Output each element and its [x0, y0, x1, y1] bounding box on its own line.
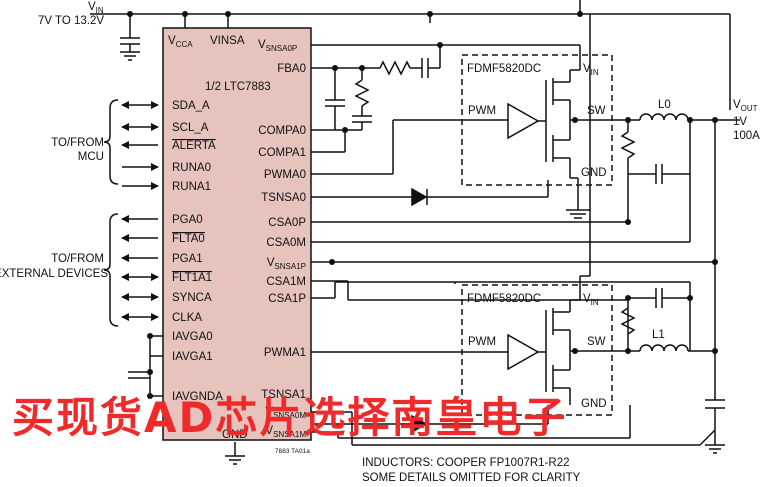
- pin-iavga0: IAVGA0: [172, 331, 213, 343]
- pin-vsnsa0p: VSNSA0P: [258, 39, 297, 53]
- pin-vsnsa0m: VSNSA0M: [265, 406, 306, 420]
- pin-flt1a1: FLT1A1: [172, 272, 212, 284]
- vout-voltage: 1V: [733, 116, 747, 128]
- pin-vinsa: VINSA: [210, 35, 245, 47]
- pin-iavgnda: IAVGNDA: [172, 391, 223, 403]
- inductor-l0: L0: [658, 99, 671, 111]
- stage0-part: FDMF5820DC: [467, 63, 541, 75]
- inductor-l1: L1: [652, 329, 665, 341]
- mcu-label-line1: TO/FROM: [51, 137, 104, 149]
- ic-left-pins: SDA_A SCL_A ALERTA RUNA0 RUNA1 PGA0 FLTA…: [172, 100, 223, 403]
- pin-compa0: COMPA0: [258, 125, 306, 137]
- pin-synca: SYNCA: [172, 292, 212, 304]
- watermark-banner: 买现货AD芯片选择南皇电子: [12, 393, 568, 442]
- pin-pga1: PGA1: [172, 253, 203, 265]
- stage1-gnd: GND: [581, 398, 607, 410]
- pin-scl-a: SCL_A: [172, 122, 209, 134]
- pin-csa1p: CSA1P: [268, 293, 306, 305]
- pin-compa1: COMPA1: [258, 147, 306, 159]
- vout-current: 100A: [733, 130, 760, 142]
- stage1-pwm: PWM: [468, 336, 496, 348]
- pin-pwma0: PWMA0: [264, 169, 306, 181]
- pin-fba0: FBA0: [277, 63, 306, 75]
- pin-alerta: ALERTA: [172, 140, 216, 152]
- stage0-gnd: GND: [581, 167, 607, 179]
- ic-right-pins: FBA0 COMPA0 COMPA1 PWMA0 TSNSA0 CSA0P CS…: [258, 63, 306, 439]
- note-omitted: SOME DETAILS OMITTED FOR CLARITY: [362, 472, 581, 484]
- stage1-sw: SW: [587, 336, 606, 348]
- vout-label: VOUT: [733, 99, 758, 113]
- stage0-sw: SW: [587, 105, 606, 117]
- pin-tsnsa0: TSNSA0: [261, 192, 306, 204]
- note-inductors: INDUCTORS: COOPER FP1007R1-R22: [362, 457, 569, 469]
- ic-name: 1/2 LTC7883: [205, 81, 271, 93]
- vin-range-label: 7V TO 13.2V: [38, 15, 104, 27]
- mcu-label-line2: MCU: [78, 151, 104, 163]
- pin-vcca: VCCA: [168, 35, 193, 49]
- ic-body: [162, 27, 312, 441]
- stage1-vin: VIN: [583, 293, 599, 307]
- vin-label: VIN: [88, 1, 104, 15]
- ext-label-line2: EXTERNAL DEVICES: [0, 268, 108, 280]
- pin-gnd: GND: [222, 429, 248, 441]
- stage0-vin: VIN: [583, 63, 599, 77]
- stage0-pwm: PWM: [468, 105, 496, 117]
- pin-runa0: RUNA0: [172, 162, 211, 174]
- pin-csa1m: CSA1M: [266, 276, 306, 288]
- pin-runa1: RUNA1: [172, 181, 211, 193]
- pin-csa0p: CSA0P: [268, 217, 306, 229]
- pin-vsnsa1m: VSNSA1M: [265, 425, 306, 439]
- pin-sda-a: SDA_A: [172, 100, 210, 112]
- stage1-part: FDMF5820DC: [467, 293, 541, 305]
- figure-code: 7883 TA01a: [275, 448, 310, 455]
- pin-tsnsa1: TSNSA1: [261, 389, 306, 401]
- pin-pga0: PGA0: [172, 214, 203, 226]
- pin-pwma1: PWMA1: [264, 347, 306, 359]
- pin-iavga1: IAVGA1: [172, 351, 213, 363]
- pin-flta0: FLTA0: [172, 233, 205, 245]
- ext-label-line1: TO/FROM: [51, 253, 104, 265]
- pin-csa0m: CSA0M: [266, 237, 306, 249]
- pin-clka: CLKA: [172, 312, 202, 324]
- pin-vsnsa1p: VSNSA1P: [267, 257, 306, 271]
